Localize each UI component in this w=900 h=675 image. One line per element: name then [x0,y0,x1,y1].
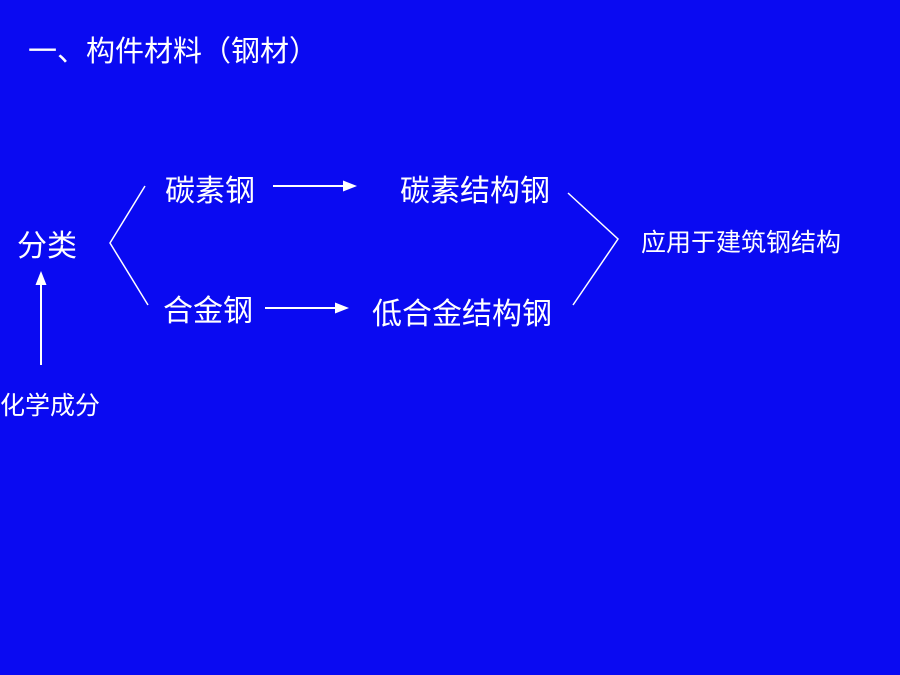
basis-label: 化学成分 [0,391,101,420]
right-bracket [567,192,619,306]
slide-title: 一、构件材料（钢材） [28,34,319,68]
branch-result-carbon-structural-steel: 碳素结构钢 [400,174,550,209]
branch-category-alloy-steel: 合金钢 [163,294,253,329]
left-bracket [109,185,149,306]
branch-result-low-alloy-structural-steel: 低合金结构钢 [372,297,552,332]
classification-label: 分类 [17,229,77,264]
application-label: 应用于建筑钢结构 [641,228,842,257]
arrow-alloy-steel [265,302,349,314]
up-arrow [35,271,47,365]
arrow-carbon-steel [273,180,357,192]
branch-category-carbon-steel: 碳素钢 [165,174,255,209]
